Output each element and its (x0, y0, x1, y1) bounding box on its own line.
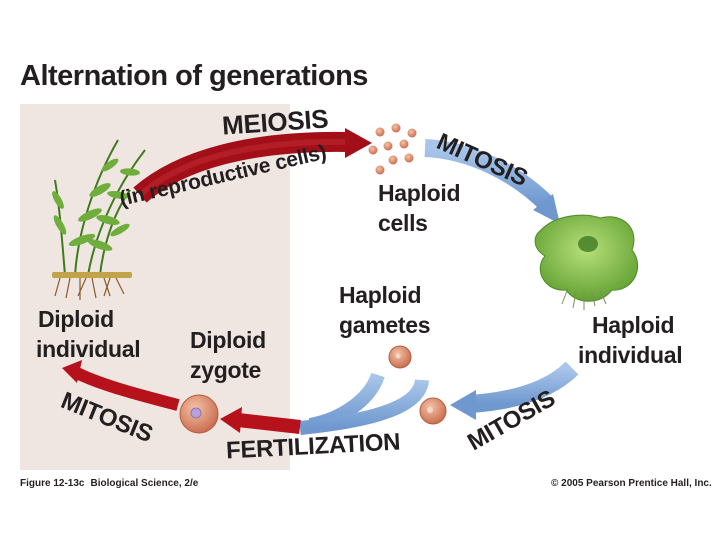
diploid-individual-label-line1: Diploid (38, 306, 114, 332)
diploid-individual-label-line2: individual (36, 336, 141, 362)
diploid-phase-background (20, 104, 290, 470)
haploid-cells-label-line1: Haploid (378, 180, 461, 206)
figure-number: Figure 12-13c (20, 478, 85, 489)
figure-source: Biological Science, 2/e (90, 478, 199, 489)
haploid-gamete-lower (419, 397, 447, 425)
diploid-individual-fern (52, 139, 146, 300)
haploid-individual-label-line1: Haploid (592, 312, 675, 338)
haploid-gametes-label-line1: Haploid (339, 282, 422, 308)
haploid-individual-thallus (534, 214, 638, 310)
copyright-notice: © 2005 Pearson Prentice Hall, Inc. (551, 478, 712, 489)
diploid-zygote-label-line1: Diploid (190, 327, 266, 353)
diagram-title: Alternation of generations (20, 60, 368, 92)
haploid-gametes-label-line2: gametes (339, 312, 431, 338)
haploid-cells-cluster (368, 123, 417, 175)
figure-caption: Figure 12-13c Biological Science, 2/e (20, 478, 198, 489)
mitosis-left-arrow (62, 360, 180, 411)
haploid-gamete-upper (388, 345, 412, 369)
meiosis-arrow (133, 128, 372, 203)
fertilization-arrow (220, 407, 301, 434)
mitosis-top-arrow (424, 139, 560, 224)
gamete-fusion-path (299, 372, 429, 435)
haploid-cells-label-line2: cells (378, 210, 428, 236)
mitosis-right-arrow (450, 361, 579, 420)
diploid-zygote-cell (179, 394, 219, 434)
haploid-individual-label-line2: individual (578, 342, 683, 368)
diploid-zygote-label-line2: zygote (190, 357, 262, 383)
